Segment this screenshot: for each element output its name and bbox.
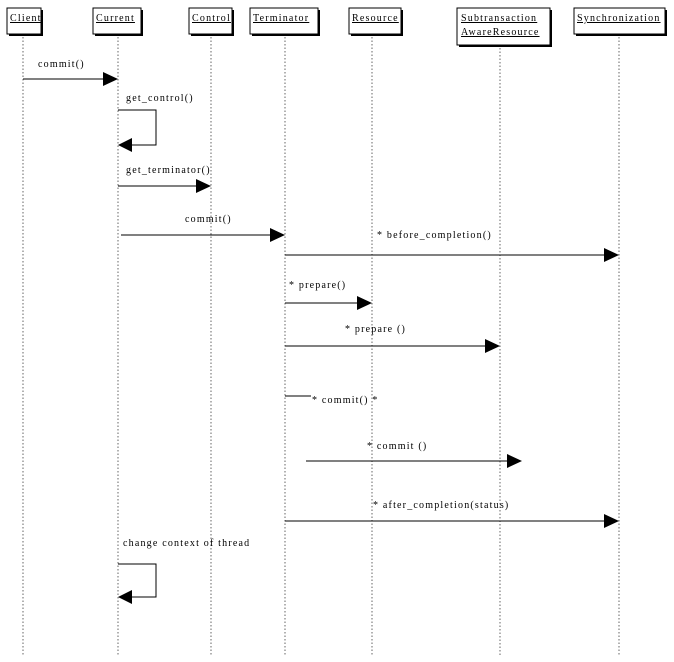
object-label: Resource <box>352 13 399 24</box>
object-box <box>348 7 402 35</box>
message-label: * after_completion(status) <box>373 500 509 511</box>
message-label: commit() <box>185 214 232 225</box>
message-label: get_control() <box>126 93 194 104</box>
message-m6: * prepare() <box>285 280 372 310</box>
object-label: Control <box>192 13 231 24</box>
message-m5: * before_completion() <box>285 230 619 262</box>
object-box <box>249 7 319 35</box>
message-m1: commit() <box>23 59 118 86</box>
object-box <box>456 7 551 46</box>
object-label: Client <box>10 13 42 24</box>
message-label: * prepare () <box>345 324 406 335</box>
arrowhead <box>118 138 132 152</box>
object-label: Synchronization <box>577 13 661 24</box>
message-m4: commit() <box>121 214 285 242</box>
arrowhead <box>604 514 619 528</box>
message-label: * commit() * <box>312 395 379 406</box>
object-label: Current <box>96 13 135 24</box>
self-call-line <box>118 109 157 146</box>
message-m7: * prepare () <box>285 324 500 353</box>
self-call-line <box>118 563 157 598</box>
object-label: AwareResource <box>461 27 540 38</box>
object-label: Subtransaction <box>461 13 537 24</box>
arrowhead <box>485 339 500 353</box>
message-m9: * commit () <box>306 441 522 468</box>
object-control: Control <box>188 7 234 36</box>
arrowhead <box>507 454 522 468</box>
object-box <box>6 7 42 35</box>
message-label: get_terminator() <box>126 165 211 176</box>
message-label: * prepare() <box>289 280 346 291</box>
message-label: commit() <box>38 59 85 70</box>
object-box <box>573 7 666 35</box>
object-box <box>92 7 142 35</box>
arrowhead <box>196 179 211 193</box>
arrowhead <box>357 296 372 310</box>
object-current: Current <box>92 7 143 36</box>
object-resource: Resource <box>348 7 403 36</box>
message-label: change context of thread <box>123 538 250 549</box>
object-client: Client <box>6 7 43 36</box>
message-m10: * after_completion(status) <box>285 500 619 528</box>
message-m3: get_terminator() <box>118 165 211 193</box>
object-synchronization: Synchronization <box>573 7 667 36</box>
object-terminator: Terminator <box>249 7 320 36</box>
object-label: Terminator <box>253 13 309 24</box>
arrowhead <box>118 590 132 604</box>
message-label: * commit () <box>367 441 427 452</box>
message-m2: get_control() <box>118 93 194 152</box>
arrowhead <box>604 248 619 262</box>
message-label: * before_completion() <box>377 230 492 241</box>
message-m8: * commit() * <box>285 395 379 406</box>
message-m11: change context of thread <box>118 538 250 604</box>
arrowhead <box>270 228 285 242</box>
object-box <box>188 7 233 35</box>
arrowhead <box>103 72 118 86</box>
